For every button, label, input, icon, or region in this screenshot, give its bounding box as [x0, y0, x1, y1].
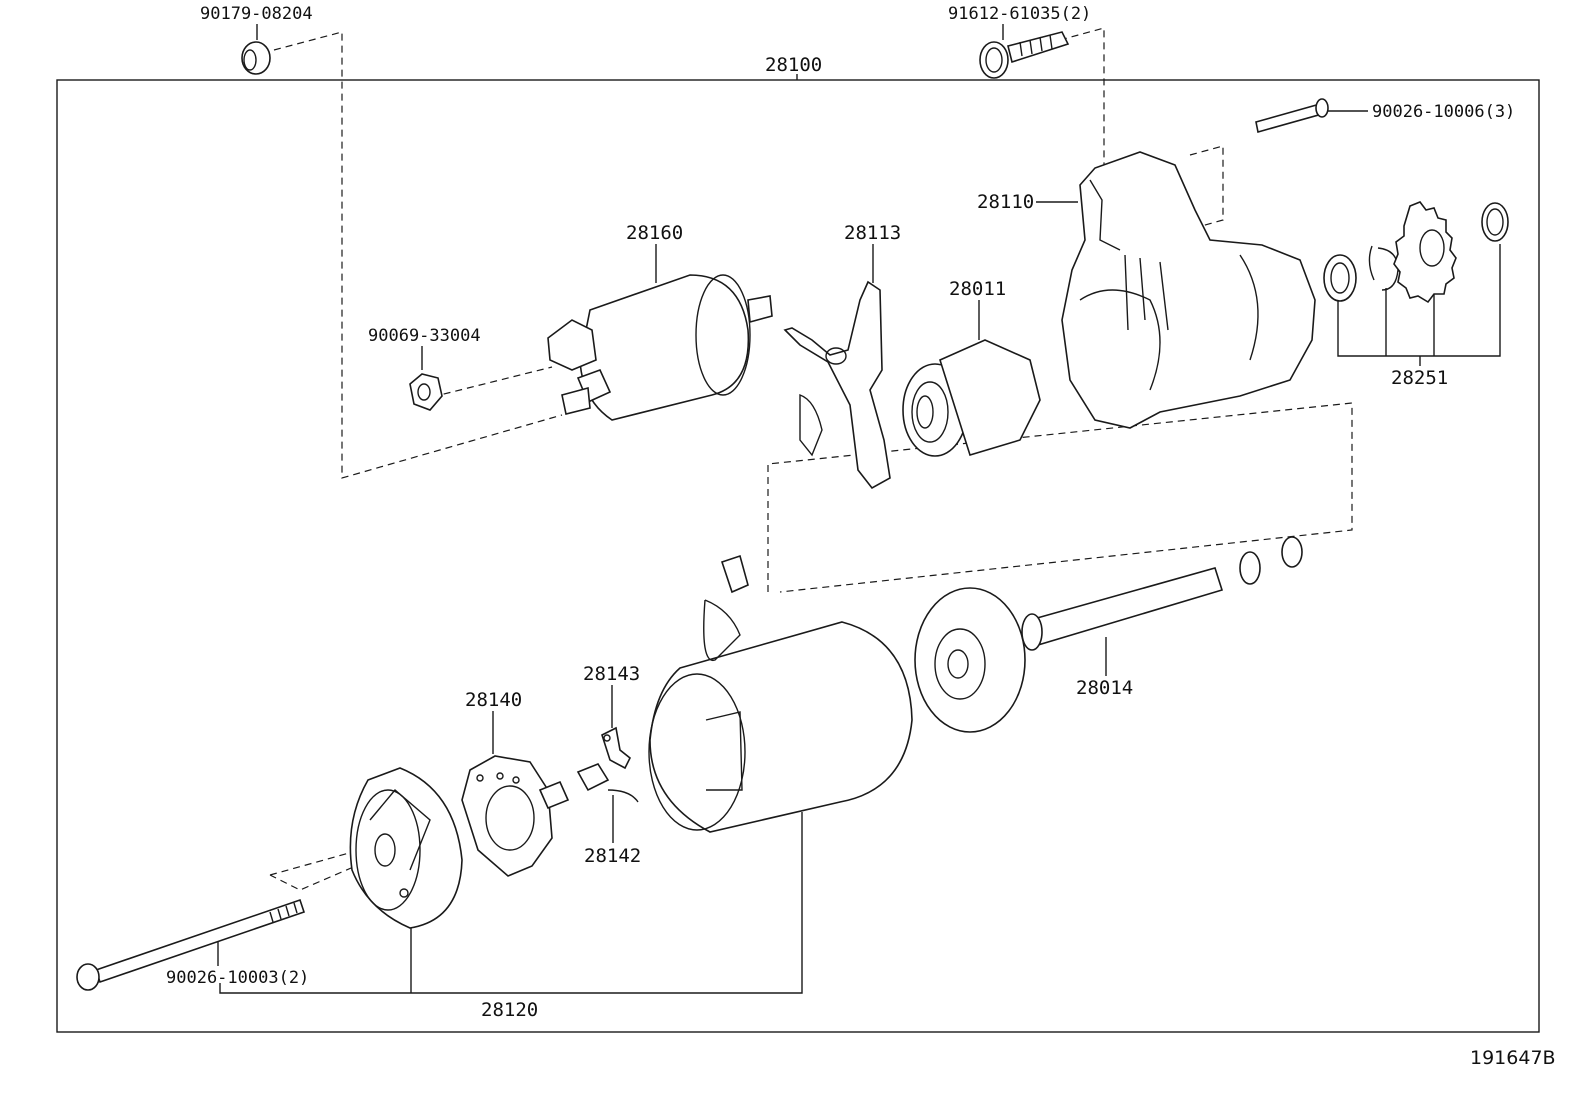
svg-text:28110: 28110	[977, 191, 1034, 213]
label-28110[interactable]: 28110	[977, 191, 1078, 213]
pinion-gear-icon[interactable]	[1393, 201, 1457, 304]
stop-collar-icon[interactable]	[1481, 202, 1509, 242]
drive-housing-icon[interactable]	[1061, 151, 1316, 429]
svg-text:90026-10003(2): 90026-10003(2)	[166, 968, 309, 988]
drive-lever-icon[interactable]	[783, 280, 891, 490]
brush-icon[interactable]	[576, 763, 639, 803]
cap-nut-icon[interactable]	[241, 41, 271, 75]
svg-text:28143: 28143	[583, 663, 640, 685]
svg-text:28140: 28140	[465, 689, 522, 711]
svg-text:28113: 28113	[844, 222, 901, 244]
label-90026-10006[interactable]: 90026-10006(3)	[1327, 102, 1515, 122]
figure-code: 191647B	[1470, 1047, 1556, 1069]
svg-text:90026-10006(3): 90026-10006(3)	[1372, 102, 1515, 122]
label-90179-08204[interactable]: 90179-08204	[200, 4, 313, 40]
label-28160[interactable]: 28160	[626, 222, 683, 283]
snap-ring-icon[interactable]	[1368, 245, 1399, 291]
armature-washer-icon[interactable]	[1239, 536, 1303, 585]
commutator-end-frame-icon[interactable]	[349, 767, 463, 929]
svg-text:28160: 28160	[626, 222, 683, 244]
starter-clutch-icon[interactable]	[902, 339, 1041, 457]
flange-bolt-icon[interactable]	[979, 31, 1070, 79]
svg-text:90179-08204: 90179-08204	[200, 4, 313, 24]
svg-text:28100: 28100	[765, 54, 822, 76]
label-28140[interactable]: 28140	[465, 689, 522, 754]
label-28014[interactable]: 28014	[1076, 637, 1133, 699]
svg-text:91612-61035(2): 91612-61035(2)	[948, 4, 1091, 24]
brush-holder-icon[interactable]	[461, 755, 570, 877]
armature-icon[interactable]	[914, 567, 1224, 733]
label-28120[interactable]: 28120	[219, 812, 803, 1021]
svg-text:90069-33004: 90069-33004	[368, 326, 481, 346]
svg-text:28251: 28251	[1391, 367, 1448, 389]
hex-nut-icon[interactable]	[409, 373, 443, 411]
brush-spring-icon[interactable]	[601, 726, 632, 770]
svg-text:28011: 28011	[949, 278, 1006, 300]
magnetic-switch-icon[interactable]	[547, 274, 773, 421]
label-28142[interactable]: 28142	[584, 795, 641, 867]
field-yoke-icon[interactable]	[648, 554, 913, 833]
svg-text:28014: 28014	[1076, 677, 1133, 699]
label-28143[interactable]: 28143	[583, 663, 640, 728]
label-28011[interactable]: 28011	[949, 278, 1006, 340]
retainer-ring-icon[interactable]	[1323, 254, 1357, 302]
label-90069-33004[interactable]: 90069-33004	[368, 326, 481, 370]
label-28100[interactable]: 28100	[765, 54, 822, 80]
svg-text:28120: 28120	[481, 999, 538, 1021]
assembly-frame	[56, 79, 1540, 1033]
label-91612-61035[interactable]: 91612-61035(2)	[948, 4, 1091, 40]
through-bolt-top-icon[interactable]	[1255, 98, 1329, 134]
label-28251[interactable]: 28251	[1337, 244, 1501, 389]
label-28113[interactable]: 28113	[844, 222, 901, 283]
through-bolt-bottom-icon[interactable]	[76, 898, 306, 991]
svg-text:28142: 28142	[584, 845, 641, 867]
